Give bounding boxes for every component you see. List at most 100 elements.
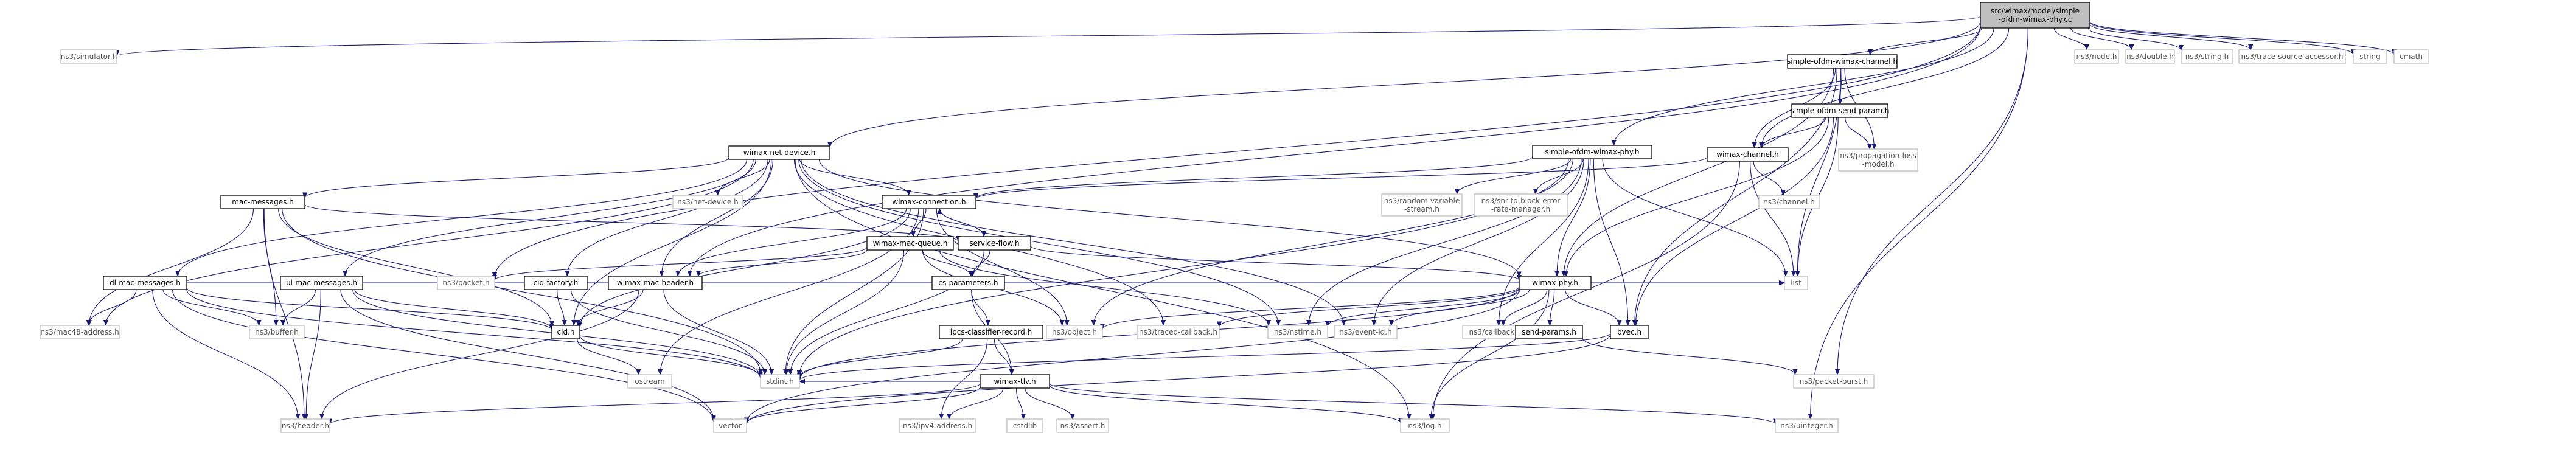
node-label: ns3/callback.h <box>1469 328 1521 336</box>
node-macm[interactable]: mac-messages.h <box>220 195 305 209</box>
edge-root-to-double <box>2070 27 2131 50</box>
node-box <box>1775 418 1839 433</box>
node-label: -ofdm-wimax-phy.cc <box>1998 15 2072 24</box>
node-box <box>899 418 976 433</box>
edge-dlm-to-cid <box>186 287 552 331</box>
node-cmath: cmath <box>2393 49 2429 64</box>
node-dlm[interactable]: dl-mac-messages.h <box>103 276 187 290</box>
node-label: list <box>1791 279 1801 287</box>
edge-ulm-to-cid <box>354 289 552 330</box>
node-ulm[interactable]: ul-mac-messages.h <box>280 276 363 290</box>
node-bvec[interactable]: bvec.h <box>1610 325 1649 339</box>
node-netdev: ns3/net-device.h <box>672 195 743 209</box>
edge-sowp-to-list <box>1602 158 1786 276</box>
node-box <box>1707 147 1789 162</box>
edge-dlm-to-mac48 <box>89 289 137 326</box>
node-label: ostream <box>635 377 664 386</box>
node-label: wimax-net-device.h <box>743 148 815 157</box>
node-sowp[interactable]: simple-ofdm-wimax-phy.h <box>1532 145 1652 159</box>
edge-sosp-to-wch <box>1762 117 1826 148</box>
edge-wmh-to-cid <box>578 289 644 326</box>
node-label: stdint.h <box>766 377 794 386</box>
node-root[interactable]: src/wimax/model/simple-ofdm-wimax-phy.cc <box>1980 2 2090 29</box>
node-label: ns3/nstime.h <box>1274 328 1321 336</box>
node-box <box>2393 49 2429 64</box>
edge-wch-to-list <box>1750 161 1794 276</box>
edge-root-to-uinteger <box>1811 27 2028 419</box>
node-label: ns3/trace-source-accessor.h <box>2241 52 2343 61</box>
node-wphy[interactable]: wimax-phy.h <box>1519 276 1592 290</box>
node-box <box>1758 195 1820 209</box>
edge-cidf-to-cid <box>557 289 565 325</box>
node-label: wimax-phy.h <box>1532 279 1578 287</box>
node-label: ns3/object.h <box>1052 328 1097 336</box>
node-box <box>2353 49 2387 64</box>
node-cstdlib: cstdlib <box>1006 418 1043 433</box>
edge-dlm-to-buffer <box>162 289 259 326</box>
node-label: wimax-connection.h <box>892 198 966 206</box>
edge-wnd-to-eventid <box>801 159 1344 325</box>
node-box <box>1137 325 1220 339</box>
node-sowc[interactable]: simple-ofdm-wimax-channel.h <box>1787 54 1898 69</box>
node-box <box>551 325 580 339</box>
node-box <box>958 236 1031 251</box>
node-box <box>882 195 976 209</box>
edge-ulm-to-vector <box>340 289 714 420</box>
node-wconn[interactable]: wimax-connection.h <box>882 195 976 209</box>
edge-wphy-to-bvec <box>1565 289 1620 326</box>
node-mac48: ns3/mac48-address.h <box>40 325 120 339</box>
node-label: dl-mac-messages.h <box>110 279 181 287</box>
edge-wnd-to-cidf <box>567 159 768 276</box>
node-label: wimax-tlv.h <box>994 377 1036 386</box>
edge-bvec-to-stdint <box>799 333 1611 381</box>
node-box <box>1980 2 2090 29</box>
edge-sowc-to-sosp <box>1840 68 1842 104</box>
node-label: -stream.h <box>1404 205 1439 213</box>
node-box <box>280 276 363 290</box>
edge-wconn-to-wmh <box>678 208 907 276</box>
edge-root-to-sowc <box>1870 27 1982 55</box>
node-box <box>1006 418 1043 433</box>
edge-wmh-to-stdint <box>663 289 771 375</box>
node-label: cid.h <box>557 328 575 336</box>
node-sosp[interactable]: simple-ofdm-send-param.h <box>1791 103 1890 118</box>
node-label: string <box>2359 52 2380 61</box>
node-label: ns3/double.h <box>2126 52 2174 61</box>
node-box <box>2125 49 2175 64</box>
node-header: ns3/header.h <box>280 418 330 433</box>
node-cid[interactable]: cid.h <box>551 325 580 339</box>
node-sflow[interactable]: service-flow.h <box>958 236 1031 251</box>
edge-wconn-to-stdint <box>785 208 924 375</box>
node-string: string <box>2353 49 2387 64</box>
node-pburst: ns3/packet-burst.h <box>1793 374 1875 389</box>
node-csp[interactable]: cs-parameters.h <box>931 276 1005 290</box>
node-wtlv[interactable]: wimax-tlv.h <box>980 374 1050 389</box>
edge-wtlv-to-ipv4 <box>949 387 1004 420</box>
node-label: ns3/propagation-loss <box>1840 151 1916 160</box>
node-assert: ns3/assert.h <box>1056 418 1109 433</box>
node-box <box>1791 103 1888 118</box>
node-sendp[interactable]: send-params.h <box>1515 325 1583 339</box>
node-wmq[interactable]: wimax-mac-queue.h <box>866 236 954 251</box>
node-sccr[interactable]: ipcs-classifier-record.h <box>939 325 1043 339</box>
edge-sccr-to-stdint <box>799 338 963 377</box>
node-label: ns3/buffer.h <box>255 328 299 336</box>
node-wmh[interactable]: wimax-mac-header.h <box>608 276 703 290</box>
node-box <box>2181 49 2233 64</box>
node-label: -model.h <box>1862 160 1894 168</box>
node-label: ns3/log.h <box>1408 422 1441 430</box>
node-box <box>1793 374 1875 389</box>
edge-sowp-to-callback <box>1499 158 1589 325</box>
node-box <box>1519 276 1592 290</box>
node-wch[interactable]: wimax-channel.h <box>1707 147 1789 162</box>
node-label: cstdlib <box>1013 422 1037 430</box>
node-wnd[interactable]: wimax-net-device.h <box>728 145 830 160</box>
node-box <box>931 276 1005 290</box>
node-cidf[interactable]: cid-factory.h <box>524 276 588 290</box>
edge-cid-to-ostream <box>577 338 639 375</box>
node-vector: vector <box>713 418 747 433</box>
edge-macm-to-stdint <box>282 208 761 375</box>
edge-wphy-to-tcb <box>1219 287 1520 327</box>
node-label: simple-ofdm-send-param.h <box>1791 106 1890 115</box>
node-box <box>939 325 1043 339</box>
